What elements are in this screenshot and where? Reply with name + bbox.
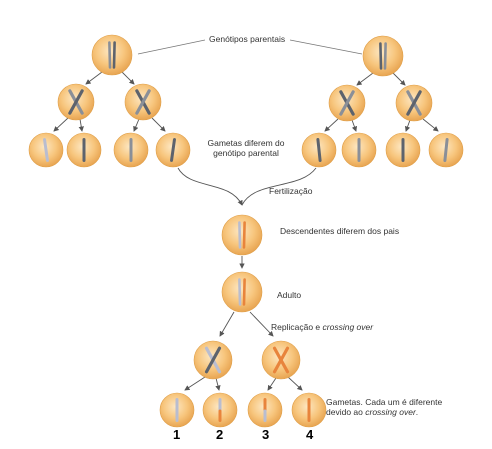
gametes-line2-suffix: . — [415, 407, 419, 417]
gametes-line2-prefix: devido ao — [326, 407, 366, 417]
arrow-rx2-g3 — [405, 119, 411, 132]
gamete-number-1: 1 — [173, 427, 181, 442]
arrow-p-left-2 — [121, 71, 135, 85]
parental-genotypes-label: Genótipos parentais — [209, 34, 286, 44]
left-gamete-1-chromosome — [43, 138, 49, 162]
left-gamete-3 — [113, 132, 149, 168]
gametes-differ-label: Gametas diferem do genótipo parental — [196, 138, 296, 158]
arrow-p-left-1 — [85, 71, 103, 85]
left-gamete-4 — [155, 132, 191, 168]
adult-cell-chromosome — [238, 278, 246, 306]
parental-label-connectors — [137, 39, 363, 55]
arrow-rep1-g2 — [215, 377, 221, 391]
arrow-rx1-g1 — [324, 118, 339, 132]
replication-label: Replicação e crossing over — [271, 322, 373, 332]
arrow-lx1-g2 — [78, 118, 84, 132]
gamete-number-4: 4 — [306, 427, 314, 442]
fertilization-curve-right — [241, 167, 317, 206]
right-gamete-3 — [385, 132, 421, 168]
left-gamete-2 — [66, 132, 102, 168]
final-gamete-2 — [202, 392, 238, 428]
left-gamete-1 — [28, 132, 64, 168]
replication-prefix: Replicação e — [271, 322, 323, 332]
adult-label: Adulto — [277, 290, 302, 300]
arrow-lx1-g1 — [53, 117, 69, 132]
arrow-rep2-g3 — [267, 377, 277, 391]
offspring-cell — [221, 214, 263, 256]
left-cell-x-1-chromosome — [68, 89, 84, 115]
gametes-differ-line2: genótipo parental — [213, 148, 279, 158]
arrows — [53, 71, 439, 391]
cells — [28, 34, 464, 428]
arrow-lx2-g4 — [151, 117, 166, 132]
gametes-line1: Gametas. Cada um é diferente — [326, 397, 443, 407]
left-cell-x-1 — [57, 83, 95, 121]
parent-cell-left-chromosome — [108, 41, 116, 69]
replicated-cell-2 — [261, 340, 301, 380]
gametes-differ-line1: Gametas diferem do — [207, 138, 285, 148]
gamete-number-2: 2 — [216, 427, 224, 442]
replicated-cell-2-chromosome — [272, 346, 290, 374]
arrow-rx2-g4 — [422, 118, 439, 132]
fertilization-curve-left — [177, 167, 243, 206]
right-gamete-4 — [428, 132, 464, 168]
gamete-number-3: 3 — [262, 427, 270, 442]
left-gamete-4-chromosome — [170, 138, 176, 162]
arrow-adult-rep2 — [249, 311, 274, 337]
arrow-rep2-g4 — [287, 376, 303, 391]
gametes-crossing-label: Gametas. Cada um é diferente devido ao c… — [326, 397, 442, 417]
offspring-differ-label: Descendentes diferem dos pais — [280, 226, 400, 236]
final-gamete-3 — [247, 392, 283, 428]
adult-cell — [221, 271, 263, 313]
replicated-cell-1-chromosome — [204, 346, 222, 374]
final-gamete-4 — [291, 392, 327, 428]
final-gamete-1 — [159, 392, 195, 428]
right-gamete-1 — [301, 132, 337, 168]
parent-cell-right — [362, 35, 404, 77]
right-gamete-4-chromosome — [443, 138, 449, 162]
gametes-line2-italic: crossing over — [365, 407, 416, 417]
replication-italic: crossing over — [322, 322, 374, 332]
parent-cell-left — [91, 34, 133, 76]
right-gamete-1-chromosome — [316, 138, 322, 162]
parent-cell-right-chromosome — [379, 42, 387, 70]
right-cell-x-1-chromosome — [339, 90, 355, 116]
arrow-p-right-1 — [356, 72, 374, 86]
offspring-cell-chromosome — [238, 221, 246, 249]
right-cell-x-2-chromosome — [406, 90, 422, 116]
left-cell-x-2 — [124, 83, 162, 121]
right-gamete-2 — [341, 132, 377, 168]
left-cell-x-2-chromosome — [135, 89, 151, 115]
arrow-rx1-g2 — [351, 119, 357, 132]
fertilization-label: Fertilização — [269, 186, 313, 196]
arrow-p-right-2 — [392, 72, 406, 86]
right-cell-x-2 — [395, 84, 433, 122]
right-cell-x-1 — [328, 84, 366, 122]
arrow-rep1-g1 — [184, 376, 206, 391]
arrow-adult-rep1 — [219, 311, 235, 337]
arrow-lx2-g3 — [133, 118, 140, 132]
replicated-cell-1 — [193, 340, 233, 380]
